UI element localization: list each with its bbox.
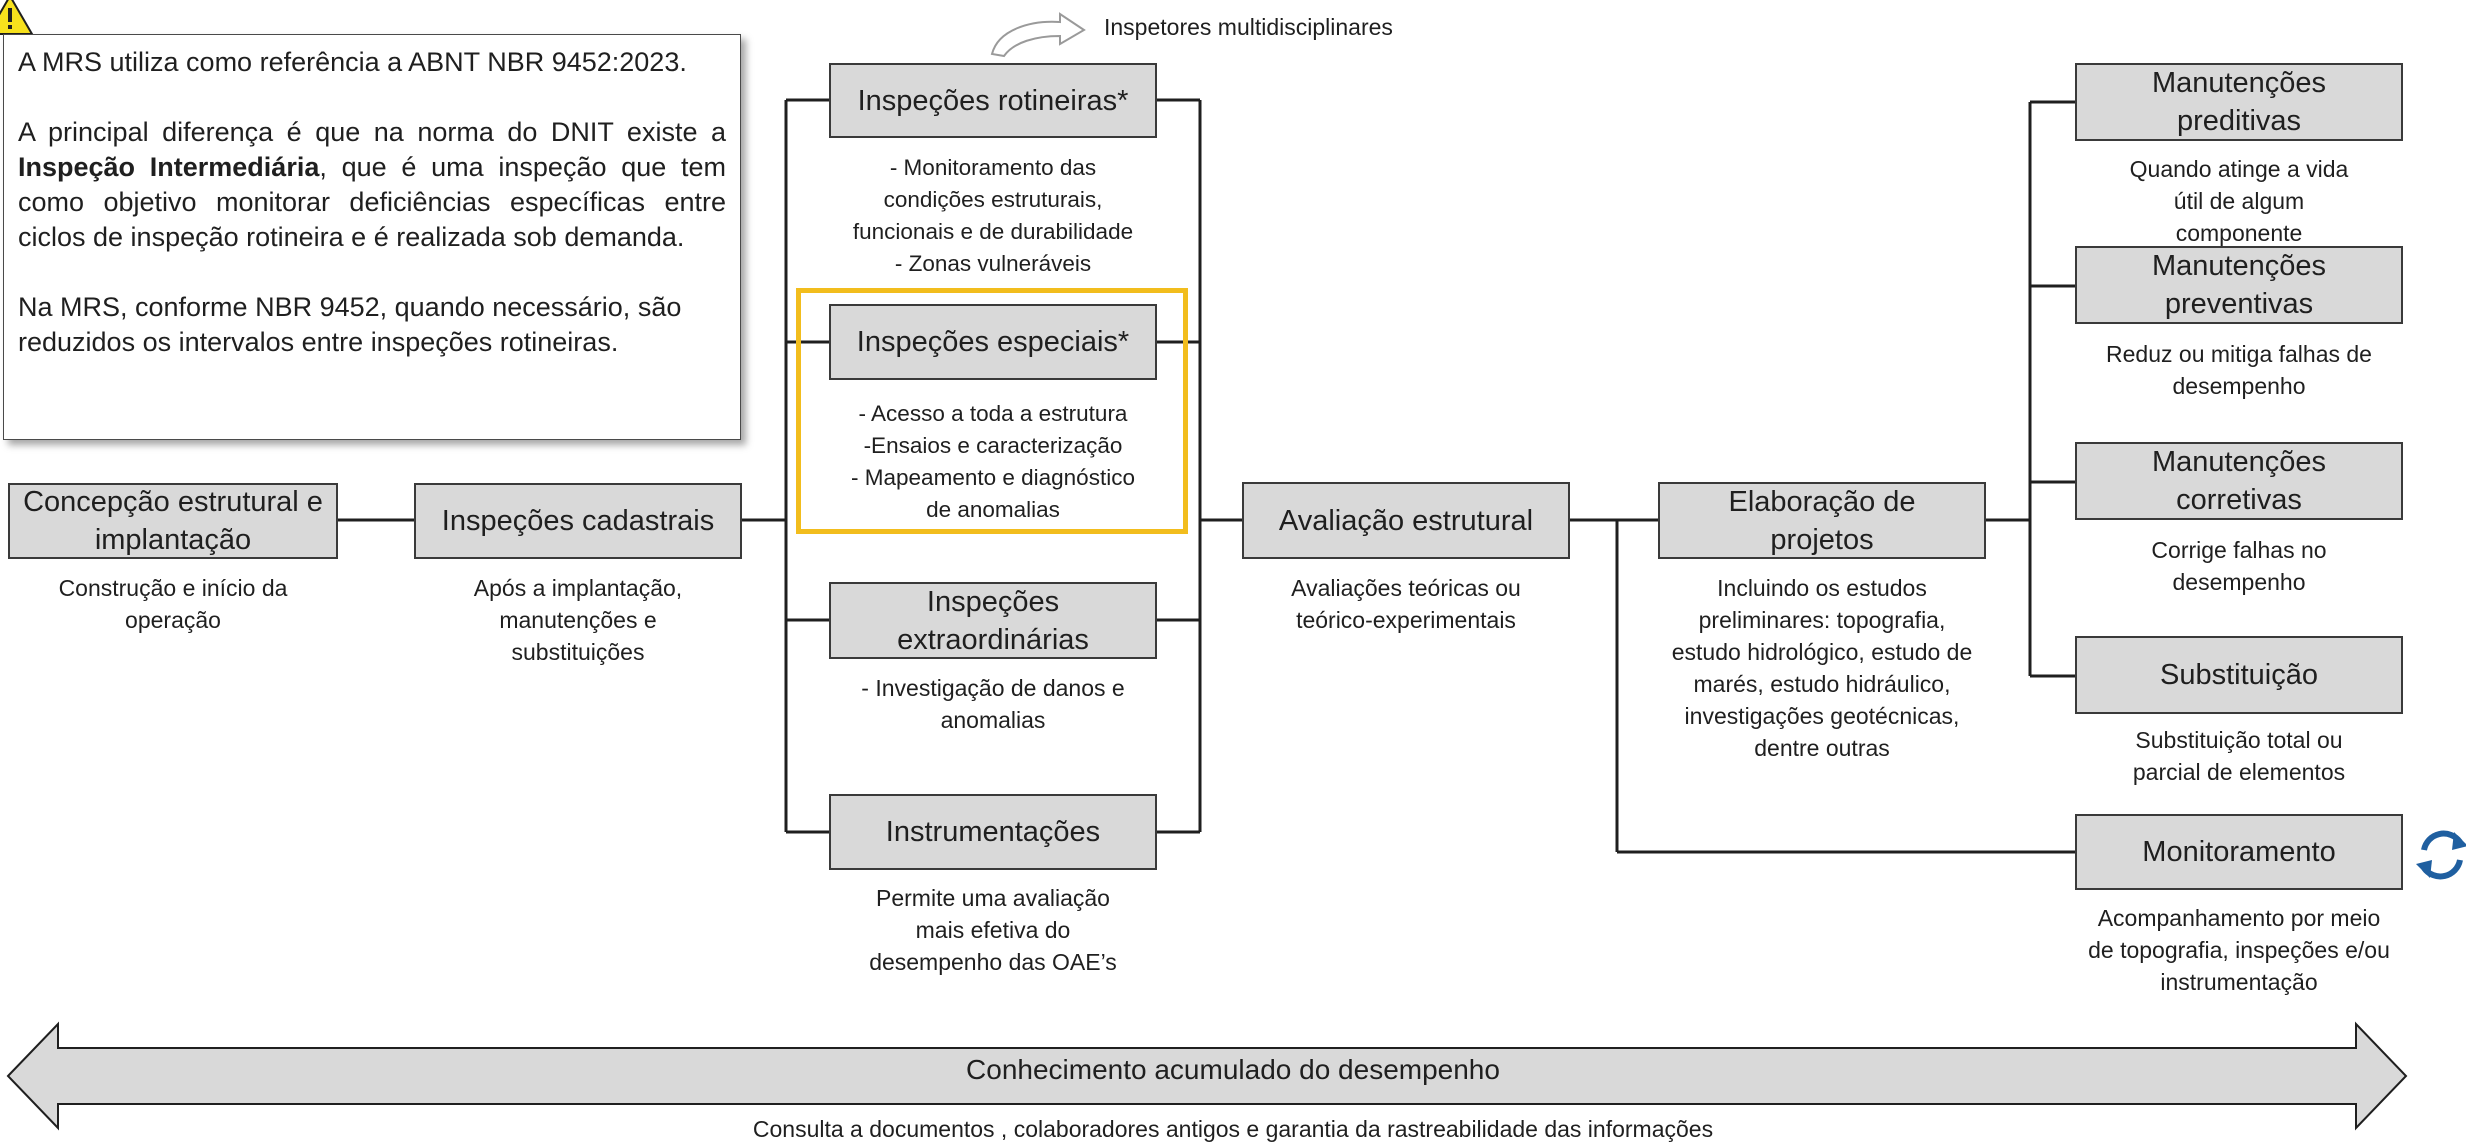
substituicao-box: Substituição [2075, 636, 2403, 714]
double-arrow-shape [6, 1021, 2408, 1131]
avaliacao-caption: Avaliações teóricas ou teórico-experimen… [1291, 575, 1521, 633]
corretivas-caption: Corrige falhas no desempenho [2151, 537, 2327, 595]
cadastrais-box: Inspeções cadastrais [414, 483, 742, 559]
mrs-note-box: A MRS utiliza como referência a ABNT NBR… [3, 34, 741, 440]
preditivas-box: Manutenções preditivas [2075, 63, 2403, 141]
monitoramento-box: Monitoramento [2075, 814, 2403, 890]
accumulated-knowledge-label: Conhecimento acumulado do desempenho [966, 1054, 1500, 1085]
especiais-box: Inspeções especiais* [829, 304, 1157, 380]
preditivas-caption: Quando atinge a vida útil de algum compo… [2129, 156, 2349, 246]
projetos-box: Elaboração de projetos [1658, 482, 1986, 559]
projetos-caption: Incluindo os estudos preliminares: topog… [1671, 575, 1973, 761]
special-inspections-highlight [796, 288, 1188, 534]
warning-icon [0, 0, 34, 35]
avaliacao-box: Avaliação estrutural [1242, 482, 1570, 559]
extraordinarias-box: Inspeções extraordinárias [829, 582, 1157, 659]
preventivas-box: Manutenções preventivas [2075, 246, 2403, 324]
monitoramento-caption: Acompanhamento por meio de topografia, i… [2088, 905, 2390, 995]
cadastrais-caption: Após a implantação, manutenções e substi… [473, 575, 683, 665]
especiais-caption: - Acesso a toda a estrutura -Ensaios e c… [851, 401, 1135, 522]
curved-arrow-icon [990, 12, 1086, 58]
concepcao-caption: Construção e início da operação [58, 575, 288, 633]
instrumentacoes-caption: Permite uma avaliação mais efetiva do de… [869, 885, 1117, 975]
note-paragraph-2: A principal diferença é que na norma do … [18, 115, 726, 255]
extraordinarias-caption: - Investigação de danos e anomalias [861, 675, 1125, 733]
inspectors-label: Inspetores multidisciplinares [1104, 14, 1393, 40]
rotineiras-caption: - Monitoramento das condições estruturai… [852, 155, 1134, 276]
note-text: , que é uma inspeção que tem como objeti… [18, 152, 726, 252]
footer-note: Consulta a documentos , colaboradores an… [752, 1116, 1714, 1142]
refresh-icon [2416, 830, 2466, 880]
corretivas-box: Manutenções corretivas [2075, 442, 2403, 520]
concepcao-box: Concepção estrutural e implantação [8, 483, 338, 559]
rotineiras-box: Inspeções rotineiras* [829, 63, 1157, 138]
preventivas-caption: Reduz ou mitiga falhas de desempenho [2106, 341, 2372, 399]
note-text: A principal diferença é que na norma do … [18, 117, 726, 147]
instrumentacoes-box: Instrumentações [829, 794, 1157, 870]
substituicao-caption: Substituição total ou parcial de element… [2132, 727, 2346, 785]
note-paragraph-1: A MRS utiliza como referência a ABNT NBR… [18, 47, 687, 77]
note-bold-text: Inspeção Intermediária [18, 152, 320, 182]
note-paragraph-3: Na MRS, conforme NBR 9452, quando necess… [18, 292, 682, 357]
